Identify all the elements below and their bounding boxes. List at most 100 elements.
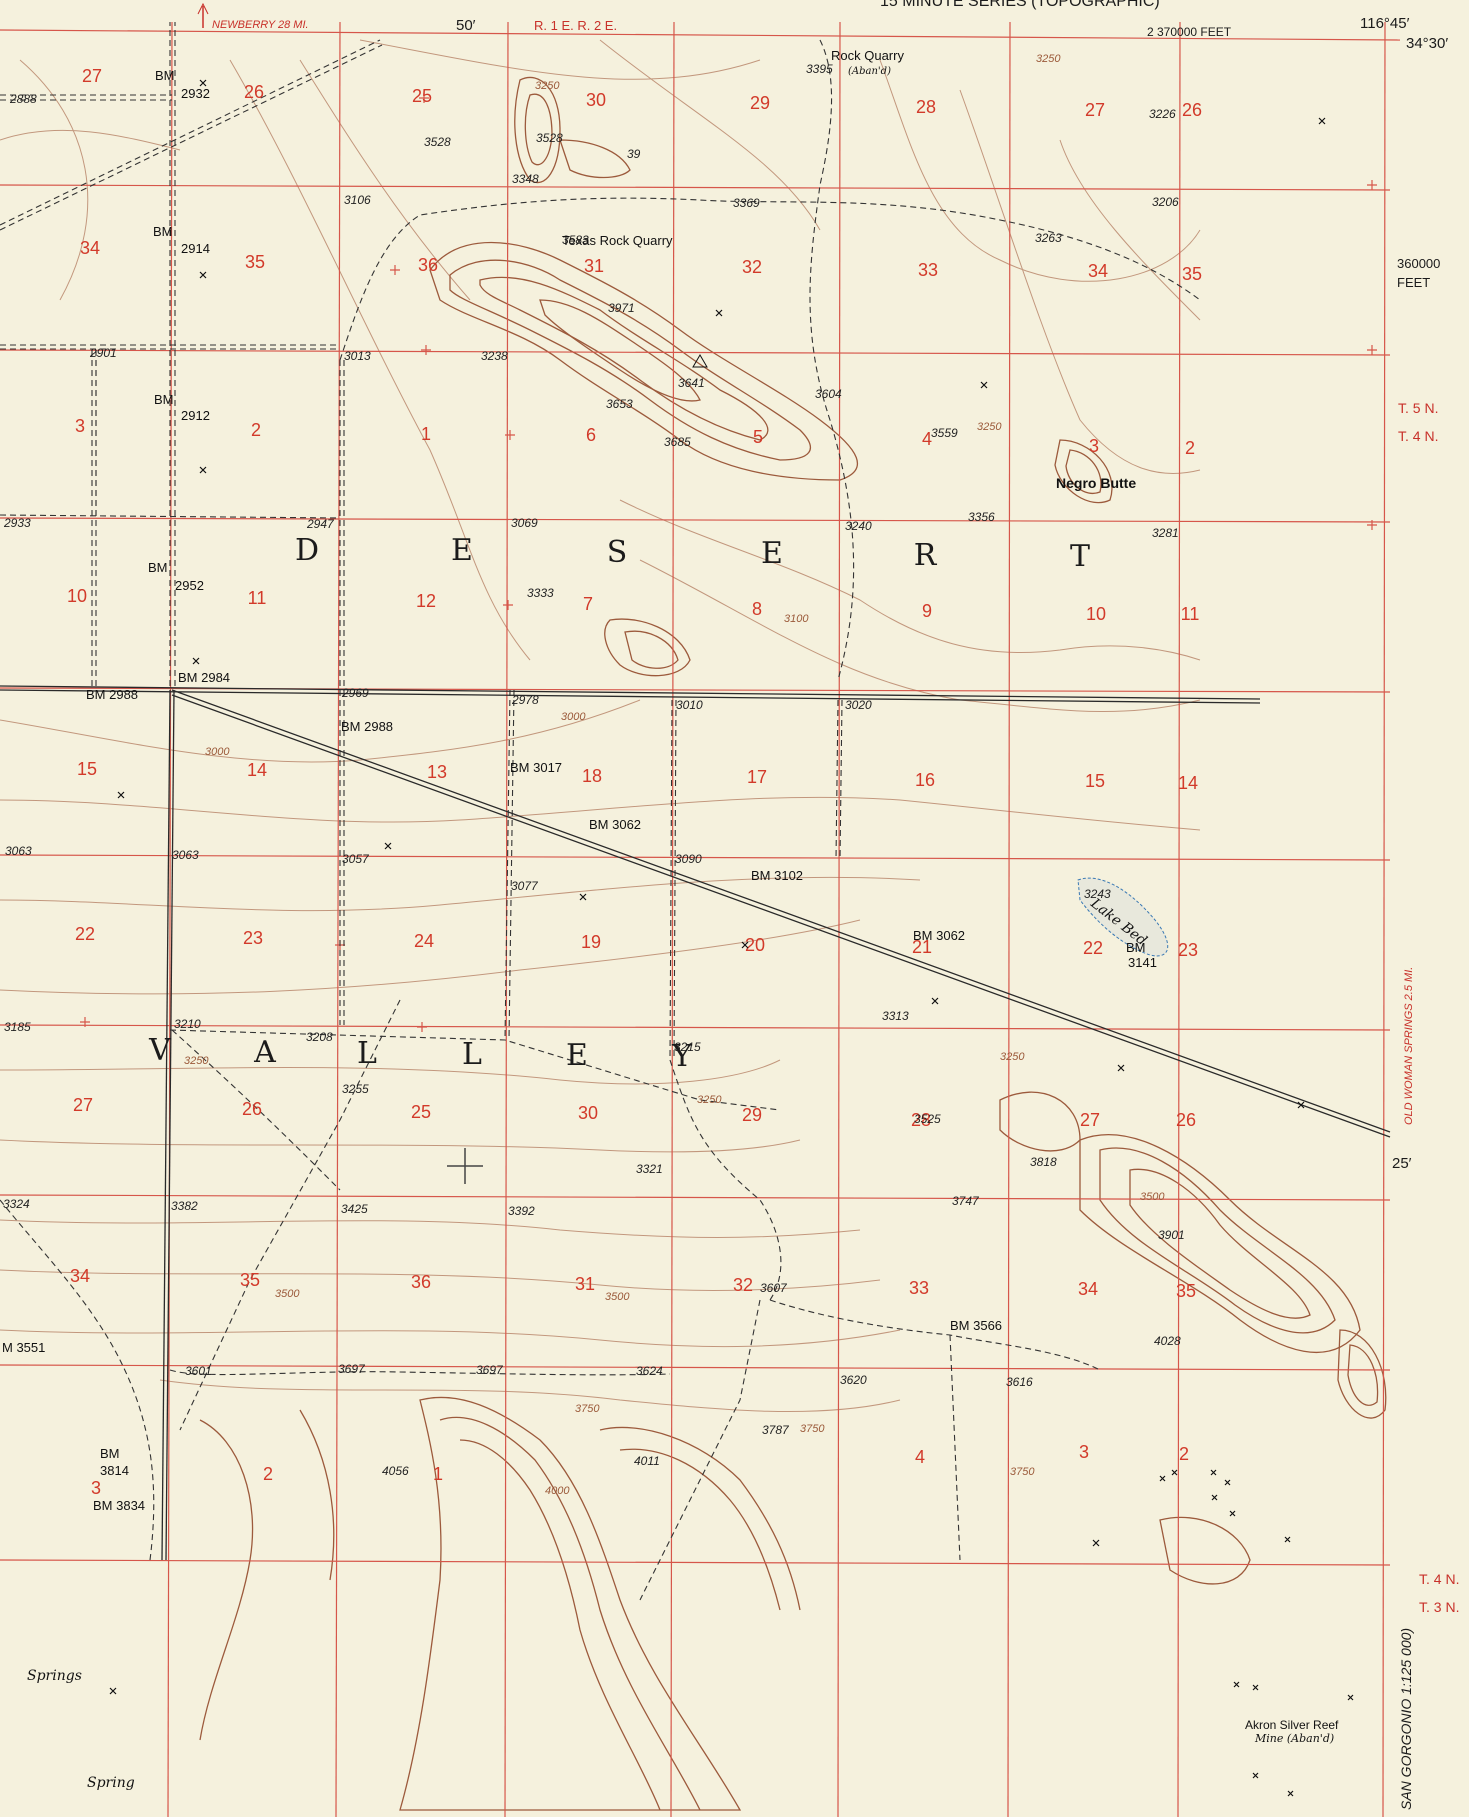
section-number: 35 <box>1176 1281 1196 1301</box>
section-number: 15 <box>77 759 97 779</box>
spot-elevation: 3313 <box>882 1009 909 1023</box>
spot-elevation: 2888 <box>9 92 37 106</box>
benchmark-label: 3141 <box>1128 955 1157 970</box>
contour-lines <box>0 39 1201 1413</box>
section-number: 29 <box>742 1105 762 1125</box>
section-number: 18 <box>582 766 602 786</box>
section-number: 2 <box>251 420 261 440</box>
spot-elevation: 3395 <box>806 62 833 76</box>
section-number: 27 <box>73 1095 93 1115</box>
valley-letter: A <box>253 1035 276 1070</box>
section-number: 33 <box>918 260 938 280</box>
roads <box>0 20 1201 1601</box>
section-grid <box>0 19 1401 1817</box>
contour-value: 3250 <box>535 80 560 92</box>
texas-rock-quarry-label: Texas Rock Quarry <box>562 233 673 248</box>
section-number: 4 <box>915 1447 925 1467</box>
section-number: 22 <box>1083 938 1103 958</box>
desert-letter: D <box>295 533 319 568</box>
section-number: 1 <box>433 1464 443 1484</box>
spot-elevation: 3063 <box>172 848 199 862</box>
spot-elevation: 3069 <box>511 516 538 530</box>
spot-elevation: 3106 <box>344 193 371 207</box>
section-number: 8 <box>752 599 762 619</box>
spot-elevation: 3607 <box>760 1281 788 1295</box>
section-number: 2 <box>263 1464 273 1484</box>
main-road <box>0 685 1391 1561</box>
section-number: 29 <box>750 93 770 113</box>
section-number: 31 <box>584 256 604 276</box>
negro-butte-label: Negro Butte <box>1056 475 1136 491</box>
spot-elevation: 3348 <box>512 172 539 186</box>
spot-elevation: 3685 <box>664 435 691 449</box>
spot-elevation: 2969 <box>341 686 369 700</box>
spot-elevation: 39 <box>627 147 641 161</box>
contour-value: 3100 <box>784 613 809 625</box>
benchmark-label: BM <box>1126 940 1146 955</box>
range-labels: R. 1 E. R. 2 E. <box>534 18 617 33</box>
spot-elevation: 4056 <box>382 1464 409 1478</box>
section-number: 12 <box>416 591 436 611</box>
section-number: 24 <box>414 931 434 951</box>
valley-letter: E <box>566 1038 588 1073</box>
rock-quarry-aband-label: (Aban'd) <box>848 66 891 77</box>
section-number: 35 <box>245 252 265 272</box>
section-number: 15 <box>1085 771 1105 791</box>
spot-elevation: 3057 <box>342 852 370 866</box>
section-number: 19 <box>581 932 601 952</box>
contour-value: 3500 <box>275 1288 300 1300</box>
spot-elevation: 3604 <box>815 387 842 401</box>
contour-value: 3250 <box>1036 53 1061 65</box>
section-corners <box>80 93 1377 1032</box>
township-t4n-lower: T. 4 N. <box>1419 1571 1459 1587</box>
section-number: 14 <box>1178 773 1198 793</box>
spot-elevation: 3281 <box>1152 526 1179 540</box>
contour-value: 3750 <box>800 1423 825 1435</box>
section-number: 26 <box>1176 1110 1196 1130</box>
section-number: 27 <box>1085 100 1105 120</box>
township-t5n: T. 5 N. <box>1398 400 1438 416</box>
benchmark-label: BM <box>154 392 174 407</box>
spot-elevation: 3010 <box>676 698 703 712</box>
contour-value: 3000 <box>205 746 230 758</box>
section-number: 28 <box>911 1110 931 1130</box>
contour-value-labels: 3250325032503100300030003250325032503500… <box>184 53 1165 1497</box>
akron-mine-aband-label: Mine (Aban'd) <box>1254 1732 1334 1745</box>
valley-letter: V <box>148 1033 172 1068</box>
section-number: 11 <box>1181 604 1200 624</box>
longitude-corner: 116°45′ <box>1360 15 1410 32</box>
spot-elevation: 3653 <box>606 397 633 411</box>
section-number: 30 <box>578 1103 598 1123</box>
spot-elevation: 3369 <box>733 196 760 210</box>
section-number: 26 <box>244 82 264 102</box>
section-number: 28 <box>916 97 936 117</box>
spot-elevation: 3559 <box>931 426 958 440</box>
section-number: 26 <box>1182 100 1202 120</box>
benchmark-label: M 3551 <box>2 1340 45 1355</box>
desert-letter: E <box>761 536 783 571</box>
section-number: 13 <box>427 762 447 782</box>
section-number: 5 <box>753 427 763 447</box>
section-number: 34 <box>1078 1279 1098 1299</box>
section-number: 23 <box>243 928 263 948</box>
spot-elevation: 3206 <box>1152 195 1179 209</box>
desert-letter: R <box>914 538 938 573</box>
desert-label: D E S E R T <box>295 533 1090 574</box>
spot-elevation: 3324 <box>3 1197 30 1211</box>
section-number: 22 <box>75 924 95 944</box>
spot-elevation: 4028 <box>1154 1334 1181 1348</box>
spot-elevation: 3787 <box>762 1423 790 1437</box>
contour-value: 3250 <box>977 421 1002 433</box>
benchmark-label: BM 2988 <box>341 719 393 734</box>
section-number: 27 <box>1080 1110 1100 1130</box>
section-number: 25 <box>412 86 432 106</box>
section-number: 3 <box>1089 436 1099 456</box>
old-woman-springs-distance: OLD WOMAN SPRINGS 2.5 MI. <box>1403 967 1415 1125</box>
top-margin <box>0 0 1469 22</box>
spot-elevation: 3263 <box>1035 231 1062 245</box>
section-number: 10 <box>67 586 87 606</box>
spot-elevation: 3333 <box>527 586 554 600</box>
